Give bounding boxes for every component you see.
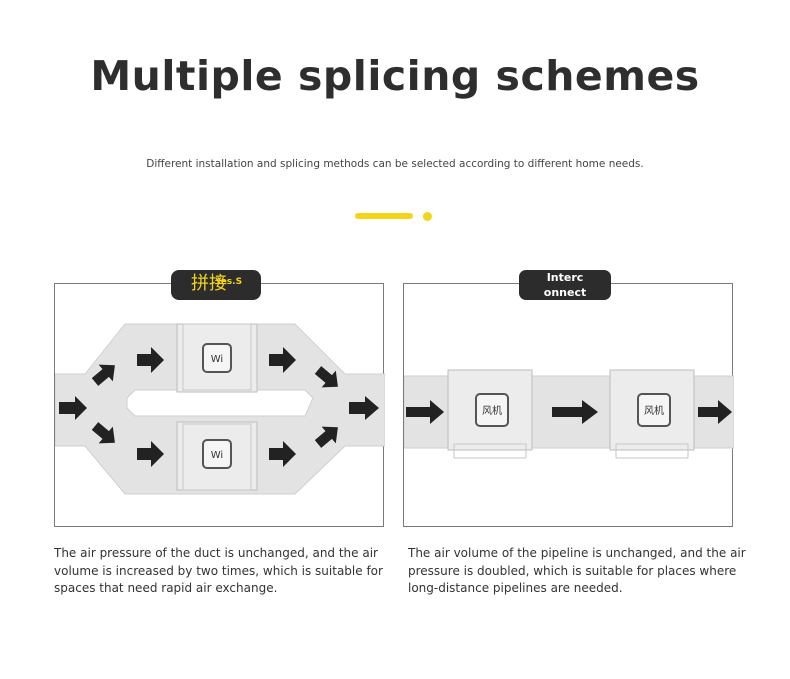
- accent-divider: [355, 210, 435, 221]
- arrow-inlet: [59, 396, 87, 420]
- fan-unit-upper: [176, 323, 258, 393]
- parallel-diagram: Wi Wi: [55, 323, 385, 495]
- arrow-down-diag: [91, 422, 115, 444]
- fan-label-first: 风机: [482, 404, 502, 417]
- arrow-merge-bottom: [314, 426, 338, 448]
- arrow-outlet: [698, 400, 732, 424]
- fan-label-second: 风机: [644, 404, 664, 417]
- series-diagram: 风机 风机: [404, 369, 734, 459]
- parallel-tag-en: Yes.S: [215, 277, 243, 287]
- fan-unit-second: [609, 369, 695, 459]
- parallel-diagram-panel: Wi Wi: [54, 283, 385, 527]
- parallel-tag-cn: 拼接: [191, 273, 227, 294]
- arrow-middle: [552, 400, 598, 424]
- page-subtitle: Different installation and splicing meth…: [146, 158, 644, 170]
- arrow-upper-out: [269, 347, 296, 373]
- divider-bar: [355, 213, 413, 219]
- fan-unit-first: [447, 369, 533, 459]
- series-diagram-panel: 风机 风机: [403, 283, 734, 527]
- fan-unit-lower: [176, 421, 258, 491]
- arrow-outlet: [349, 396, 379, 420]
- divider-dot: [423, 212, 432, 221]
- fan-label-lower: Wi: [211, 450, 223, 461]
- series-tag: Interc onnect: [519, 270, 611, 300]
- airflow-arrows: [59, 347, 379, 467]
- duct-split-gap: [126, 389, 314, 417]
- parallel-tag: 拼接 Yes.S: [171, 270, 261, 300]
- series-caption: The air volume of the pipeline is unchan…: [408, 546, 746, 595]
- page-title: Multiple splicing schemes: [90, 52, 700, 100]
- fan-label-upper: Wi: [211, 354, 223, 365]
- arrow-lower-out: [269, 441, 296, 467]
- airflow-arrows: [406, 400, 732, 424]
- parallel-caption: The air pressure of the duct is unchange…: [54, 546, 383, 595]
- arrow-upper-in: [137, 347, 164, 373]
- arrow-lower-in: [137, 441, 164, 467]
- arrow-merge-top: [314, 366, 338, 388]
- arrow-up-diag: [91, 364, 115, 386]
- arrow-inlet: [406, 400, 444, 424]
